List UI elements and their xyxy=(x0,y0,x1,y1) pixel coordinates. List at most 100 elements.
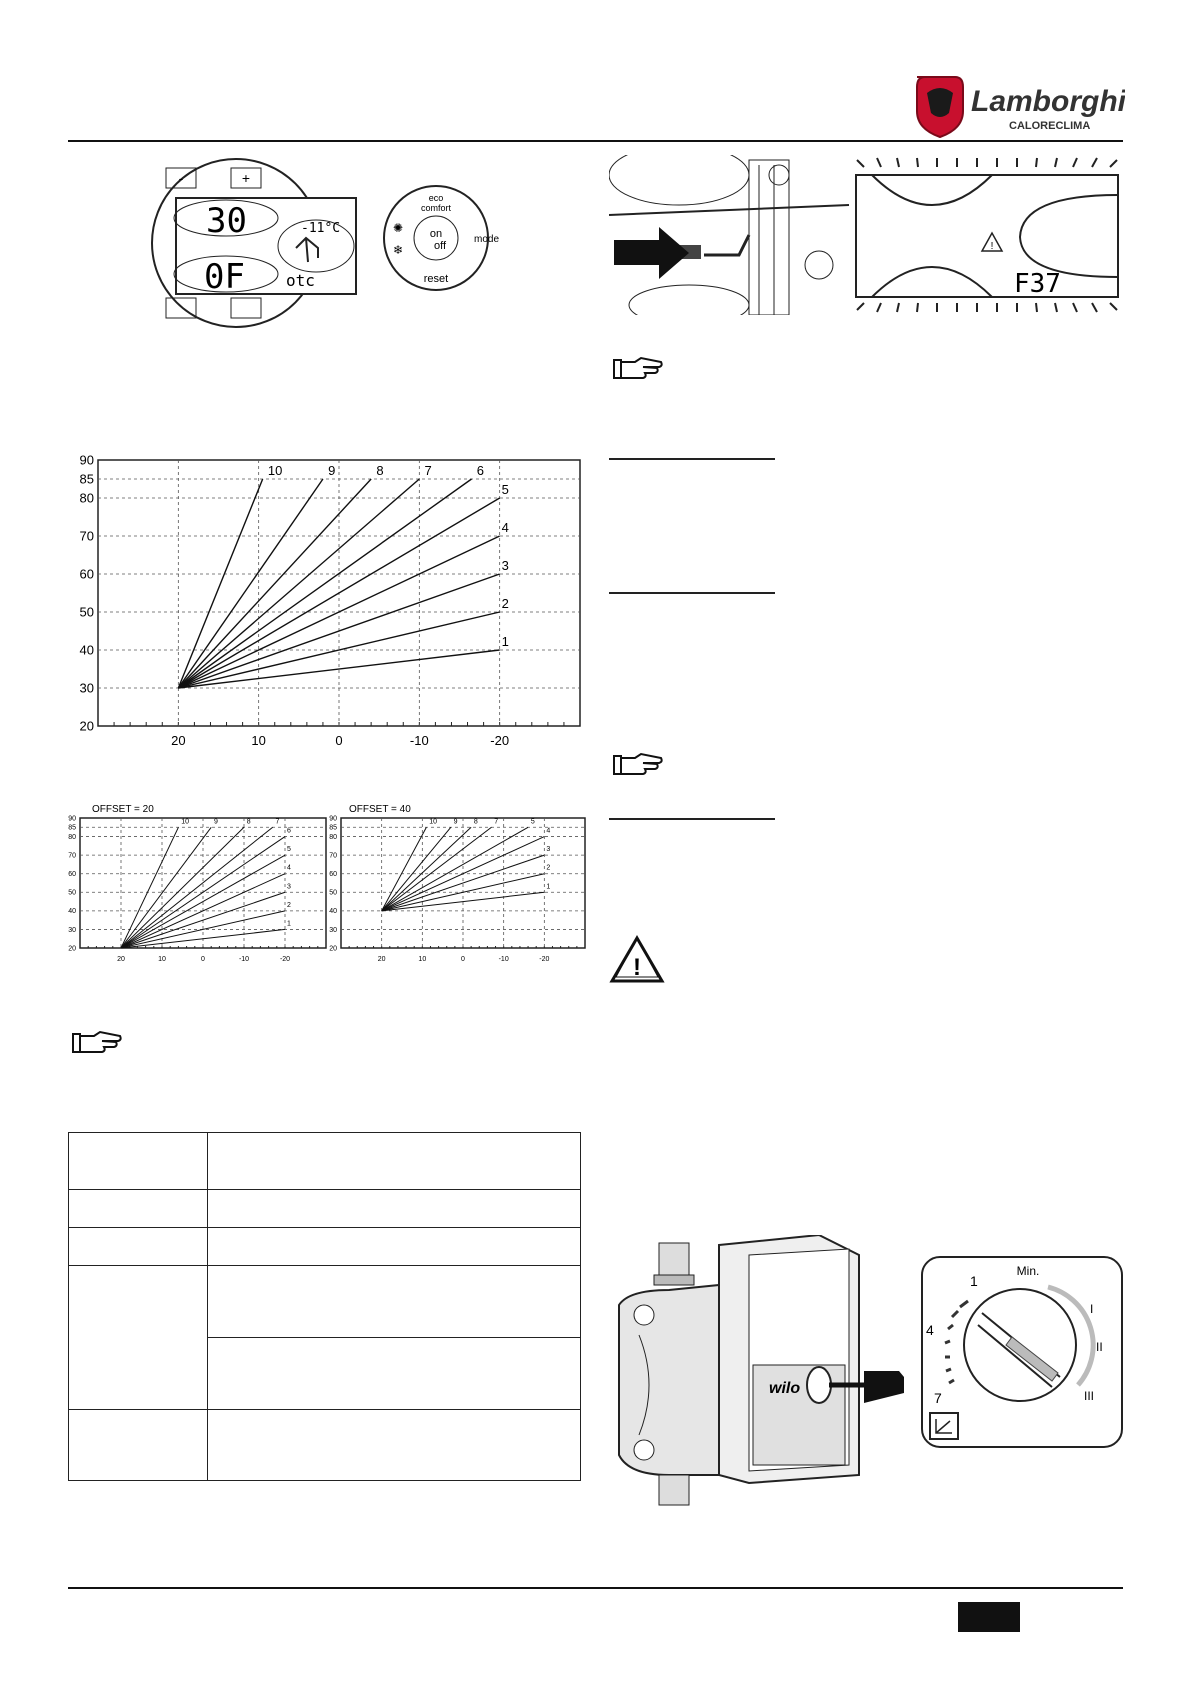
x-tick-label: -20 xyxy=(539,956,549,963)
table-cell xyxy=(68,1227,208,1266)
table-cell xyxy=(207,1409,581,1481)
curve-label: 5 xyxy=(502,482,509,497)
curve-label: 8 xyxy=(474,818,478,825)
curve-label: 8 xyxy=(247,818,251,825)
pointing-hand-icon xyxy=(613,356,663,379)
snowflake-icon: ❄ xyxy=(393,243,403,257)
curve-4 xyxy=(178,535,500,689)
y-tick-label: 60 xyxy=(329,871,337,878)
y-tick-label: 70 xyxy=(68,852,76,859)
y-tick-label: 40 xyxy=(80,642,94,657)
y-tick-label: 90 xyxy=(80,452,94,467)
mode-label: otc xyxy=(286,271,315,290)
brand-logo: Lamborghini CALORECLIMA xyxy=(916,76,1125,139)
house-icon xyxy=(295,236,319,263)
knob-comfort: comfort xyxy=(421,203,452,213)
control-panel-illustration: - + 30 0F -11°C otc eco comfort on off m… xyxy=(151,158,499,328)
curve-7 xyxy=(120,826,274,949)
minus-button-bottom[interactable] xyxy=(165,297,197,319)
curve-2 xyxy=(178,611,500,689)
curve-1 xyxy=(381,891,545,912)
x-tick-label: 20 xyxy=(378,956,386,963)
fault-code: F37 xyxy=(1014,269,1061,299)
curve-3 xyxy=(381,854,545,912)
bull-icon xyxy=(927,88,953,117)
pump-dial-knob[interactable] xyxy=(806,1366,832,1404)
curve-label: 4 xyxy=(287,865,291,872)
y-tick-label: 30 xyxy=(329,927,337,934)
curve-label: 1 xyxy=(546,883,550,890)
curve-label: 5 xyxy=(287,846,291,853)
curve-10 xyxy=(120,827,179,949)
curve-6 xyxy=(177,478,472,689)
table-cell xyxy=(207,1132,581,1190)
header-rule xyxy=(68,140,1123,142)
curve-label: 6 xyxy=(287,828,291,835)
minus-button[interactable] xyxy=(165,167,197,189)
curve-2 xyxy=(381,873,545,912)
table-cell xyxy=(68,1189,208,1228)
curve-7 xyxy=(381,826,492,912)
chart-title: OFFSET = 40 xyxy=(349,804,411,815)
curve-5 xyxy=(177,497,501,689)
curve-9 xyxy=(381,826,452,912)
boiler-valve-illustration xyxy=(609,155,853,315)
curve-3 xyxy=(178,573,500,689)
outdoor-temp: -11°C xyxy=(301,221,340,236)
selector-knob[interactable] xyxy=(383,185,489,291)
curve-label: 9 xyxy=(328,463,335,478)
table-cell xyxy=(68,1409,208,1481)
chart-title: OFFSET = 20 xyxy=(92,804,154,815)
y-tick-label: 60 xyxy=(80,566,94,581)
fault-display: ! F37 xyxy=(855,157,1119,313)
dial-roman-3: III xyxy=(1084,1389,1094,1403)
pointing-hand-icon xyxy=(613,752,663,775)
curve-label: 10 xyxy=(429,818,437,825)
curve-1 xyxy=(178,649,500,689)
section-rule xyxy=(609,592,775,594)
x-tick-label: -20 xyxy=(490,733,509,748)
x-tick-label: -10 xyxy=(410,733,429,748)
curve-10 xyxy=(381,827,427,912)
x-tick-label: -10 xyxy=(499,956,509,963)
y-tick-label: 90 xyxy=(68,815,76,822)
curve-label: 2 xyxy=(502,596,509,611)
table-cell xyxy=(207,1337,581,1410)
knob-on: on xyxy=(430,228,442,240)
dial-roman-1: I xyxy=(1090,1302,1093,1316)
curve-8 xyxy=(177,478,372,689)
pointing-hand-icon xyxy=(72,1030,122,1053)
y-tick-label: 80 xyxy=(80,490,94,505)
arrow-icon xyxy=(864,1371,904,1403)
x-tick-label: 10 xyxy=(251,733,265,748)
section-rule xyxy=(609,818,775,820)
y-tick-label: 60 xyxy=(68,871,76,878)
plus-button-bottom[interactable] xyxy=(230,297,262,319)
y-tick-label: 50 xyxy=(80,604,94,619)
pump-speed-dial: Min. 1 4 7 I II III xyxy=(921,1256,1123,1448)
curve-label: 3 xyxy=(502,558,509,573)
curve-1 xyxy=(120,928,286,949)
curve-3 xyxy=(120,891,286,949)
display-bottom-value: 0F xyxy=(204,257,245,297)
y-tick-label: 20 xyxy=(329,945,337,952)
x-tick-label: -10 xyxy=(239,956,249,963)
y-tick-label: 70 xyxy=(329,852,337,859)
curve-label: 8 xyxy=(376,463,383,478)
x-tick-label: 0 xyxy=(335,733,342,748)
y-tick-label: 50 xyxy=(68,890,76,897)
curve-4 xyxy=(381,836,545,912)
minus-label: - xyxy=(179,170,184,186)
plus-button[interactable] xyxy=(230,167,262,189)
curve-9 xyxy=(177,478,324,689)
y-tick-label: 85 xyxy=(68,825,76,832)
y-tick-label: 80 xyxy=(68,834,76,841)
section-rule xyxy=(609,458,775,460)
y-tick-label: 20 xyxy=(68,945,76,952)
warning-icon: ! xyxy=(609,935,665,983)
curve-7 xyxy=(177,478,420,689)
dial-min-label: Min. xyxy=(1017,1264,1040,1278)
